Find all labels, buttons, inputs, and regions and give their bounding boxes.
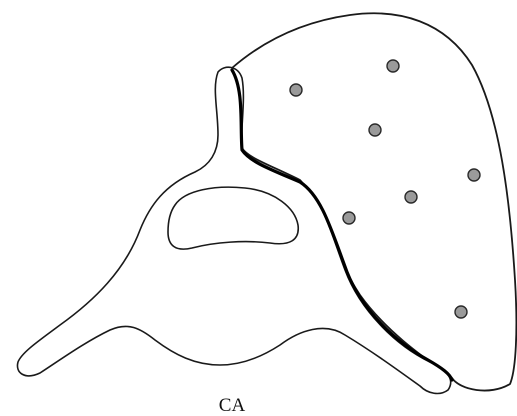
point-marker bbox=[343, 212, 355, 224]
caption-label: CA bbox=[219, 395, 246, 416]
point-marker bbox=[387, 60, 399, 72]
point-marker bbox=[405, 191, 417, 203]
point-marker bbox=[468, 169, 480, 181]
point-marker bbox=[455, 306, 467, 318]
point-marker bbox=[290, 84, 302, 96]
point-marker bbox=[369, 124, 381, 136]
